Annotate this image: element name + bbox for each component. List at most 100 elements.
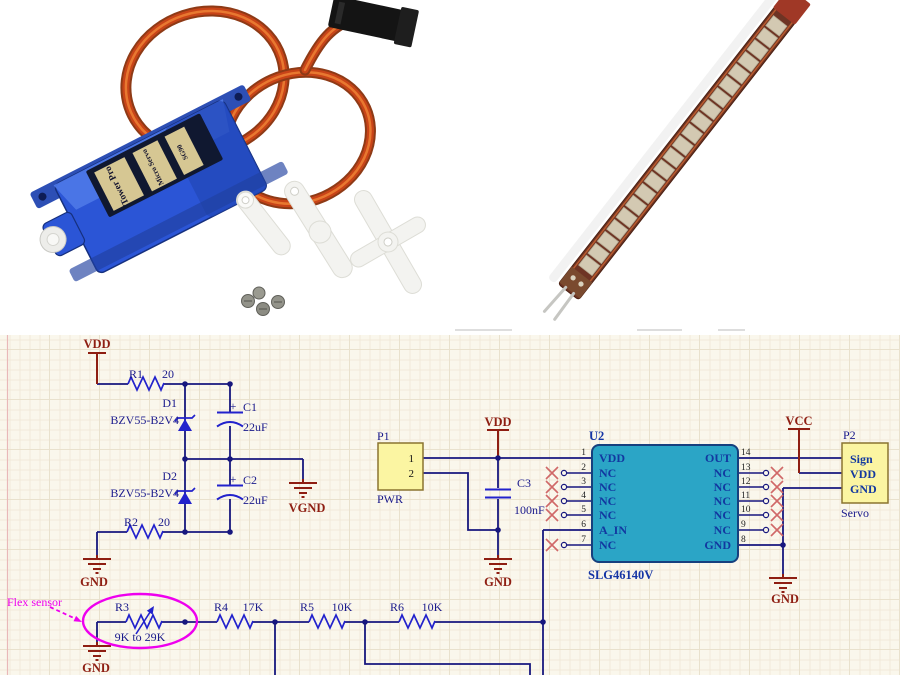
u2-pin-name-nc13: NC <box>714 466 731 480</box>
gnd-label-c3: GND <box>484 575 512 589</box>
u2-pin-num-7: 7 <box>581 535 586 545</box>
u2-nc-stubs <box>567 472 763 546</box>
servo-horn-cross <box>350 190 426 294</box>
u2-part-label: SLG46140V <box>588 568 653 582</box>
u2-pin-name-nc2: NC <box>599 466 616 480</box>
gnd-label-r2: GND <box>80 575 108 589</box>
u2-pin-name-vdd: VDD <box>599 451 625 465</box>
servo-connector <box>328 0 419 48</box>
u2-pin-name-gnd: GND <box>704 538 731 552</box>
gnd-label-flex: GND <box>82 661 110 675</box>
u2-pin-num-1: 1 <box>581 448 586 458</box>
flex-sensor-shadow <box>549 0 781 283</box>
schematic: P1 1 2 PWR P2 Sign VDD GND Servo <box>0 335 900 675</box>
connector-p1: P1 1 2 PWR <box>377 429 424 506</box>
u2-pin-num-3: 3 <box>581 477 586 487</box>
servo-horns <box>236 180 426 294</box>
c1-polarity: + <box>230 399 237 413</box>
chip-u2: U2 SLG46140V VDD NC NC NC NC A_IN NC OUT… <box>545 429 784 582</box>
p2-pin-gnd-label: GND <box>850 482 877 496</box>
flex-sensor-base <box>559 266 593 299</box>
flex-sensor-annotation: Flex sensor <box>7 592 199 650</box>
resistor-r3-arrow <box>135 606 154 635</box>
p1-pin1-number: 1 <box>409 453 415 465</box>
u2-pin-name-nc10: NC <box>714 508 731 522</box>
caption-remnants <box>455 329 745 331</box>
c2-value: 22uF <box>243 493 268 507</box>
r4-value: 17K <box>243 600 264 614</box>
r5-ref: R5 <box>300 600 314 614</box>
servo-horn-double <box>284 180 353 279</box>
u2-pin-name-nc4: NC <box>599 494 616 508</box>
power-flag-stems <box>88 352 810 473</box>
flex-sensor-callout-label: Flex sensor <box>7 595 62 609</box>
flex-sensor-head-tab <box>773 0 811 24</box>
u2-pin-num-10: 10 <box>741 505 751 515</box>
r2-ref: R2 <box>124 515 138 529</box>
flex-sensor-copper-edges <box>570 6 796 285</box>
servo-screws <box>241 286 285 316</box>
flex-sensor-pins <box>542 285 576 321</box>
u2-pin-name-nc9: NC <box>714 523 731 537</box>
u2-pin-name-out: OUT <box>705 451 731 465</box>
p1-pin2-number: 2 <box>409 468 415 480</box>
p2-function-label: Servo <box>841 506 869 520</box>
servo-label-plate: Tower Pro Micro Servo SG90 <box>86 113 223 217</box>
junction-dots <box>182 381 786 625</box>
u2-pin-num-14: 14 <box>741 448 751 458</box>
d1-ref: D1 <box>162 396 177 410</box>
d2-ref: D2 <box>162 469 177 483</box>
p1-function-label: PWR <box>377 492 403 506</box>
c3-ref: C3 <box>517 476 531 490</box>
c1-ref: C1 <box>243 400 257 414</box>
c3-value: 100nF <box>514 503 545 517</box>
u2-pin-num-13: 13 <box>741 463 751 473</box>
vgnd-label: VGND <box>289 501 326 515</box>
u2-ref-label: U2 <box>589 429 604 443</box>
u2-pin-num-9: 9 <box>741 520 746 530</box>
u2-pin-num-6: 6 <box>581 520 586 530</box>
servo-photo: Tower Pro Micro Servo SG90 <box>30 0 426 316</box>
u2-pin-num-11: 11 <box>741 491 750 501</box>
servo-body: Tower Pro Micro Servo SG90 <box>30 85 288 282</box>
r4-ref: R4 <box>214 600 228 614</box>
gnd-label-servo: GND <box>771 592 799 606</box>
r2-value: 20 <box>158 515 170 529</box>
r6-value: 10K <box>422 600 443 614</box>
servo-output-shaft <box>39 211 86 257</box>
u2-pin-name-ain: A_IN <box>599 523 627 537</box>
vdd-flag-left: VDD <box>83 337 110 351</box>
r3-value: 9K to 29K <box>115 630 166 644</box>
servo-horn-single <box>236 190 291 256</box>
flex-sensor-pads <box>578 15 788 277</box>
p2-pin-vdd-label: VDD <box>850 467 876 481</box>
flex-sensor-photo <box>542 0 811 321</box>
p1-ref-label: P1 <box>377 429 390 443</box>
u2-pin-name-nc7: NC <box>599 538 616 552</box>
connector-p2: P2 Sign VDD GND Servo <box>841 428 889 520</box>
r3-ref: R3 <box>115 600 129 614</box>
u2-pin-name-nc3: NC <box>599 480 616 494</box>
d1-value: BZV55-B2V4 <box>110 413 179 427</box>
u2-pin-name-nc11: NC <box>714 494 731 508</box>
c2-ref: C2 <box>243 473 257 487</box>
r6-ref: R6 <box>390 600 404 614</box>
u2-pin-num-8: 8 <box>741 535 746 545</box>
u2-pin-num-5: 5 <box>581 505 586 515</box>
u2-nc-stub-circles <box>560 469 770 549</box>
u2-pin-num-4: 4 <box>581 491 586 501</box>
p2-pin-sign-label: Sign <box>850 452 873 466</box>
schematic-sheet <box>0 335 900 675</box>
c1-value: 22uF <box>243 420 268 434</box>
c2-polarity: + <box>230 472 237 486</box>
u2-pin-name-nc12: NC <box>714 480 731 494</box>
vcc-flag: VCC <box>785 414 812 428</box>
p2-ref-label: P2 <box>843 428 856 442</box>
r1-ref: R1 <box>129 367 143 381</box>
u2-pin-num-12: 12 <box>741 477 751 487</box>
u2-pin-num-2: 2 <box>581 463 586 473</box>
d2-value: BZV55-B2V4 <box>110 486 179 500</box>
u2-pin-name-nc5: NC <box>599 508 616 522</box>
r5-value: 10K <box>332 600 353 614</box>
